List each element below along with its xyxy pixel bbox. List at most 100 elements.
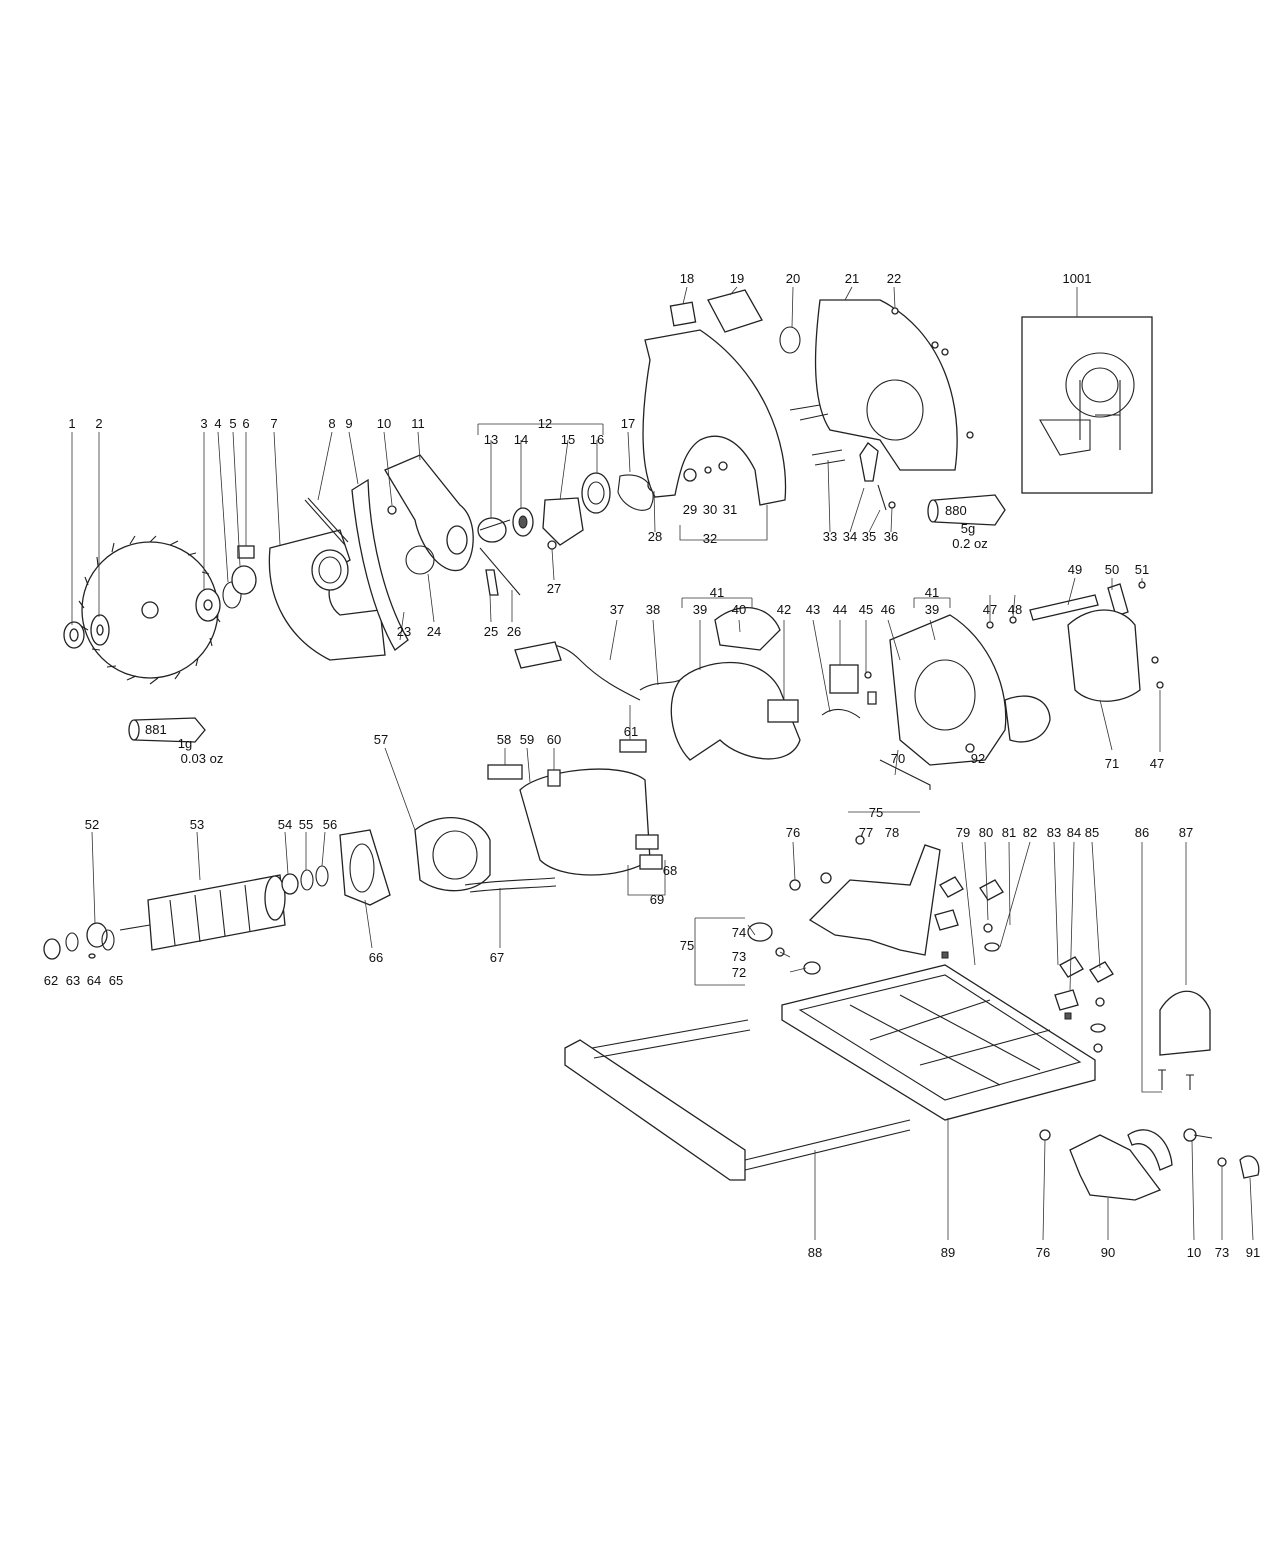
brush-68 <box>635 834 659 850</box>
callout-72: 72 <box>731 965 747 980</box>
callout-5: 5 <box>229 416 237 431</box>
callout-30: 30 <box>702 502 718 517</box>
plate-80 <box>934 909 959 931</box>
ring-55 <box>300 869 314 891</box>
callout-62: 62 <box>43 973 59 988</box>
plug-37 <box>514 641 562 669</box>
handle-shell-39 <box>670 661 801 761</box>
gear-housing <box>814 299 958 471</box>
knob-81 <box>979 879 1004 901</box>
callout-39b: 39 <box>924 602 940 617</box>
callout-77: 77 <box>858 825 874 840</box>
callout-83: 83 <box>1046 825 1062 840</box>
callout-60: 60 <box>546 732 562 747</box>
callout-87: 87 <box>1178 825 1194 840</box>
callout-86: 86 <box>1134 825 1150 840</box>
washer-85b <box>1095 997 1105 1007</box>
switch-42 <box>767 699 799 723</box>
callout-59: 59 <box>519 732 535 747</box>
cord-38 <box>639 679 681 691</box>
callout-10b: 10 <box>1186 1245 1202 1260</box>
guide-rod-lower <box>744 1119 911 1171</box>
washer-82 <box>983 923 993 933</box>
leader-lines <box>71 286 1254 1241</box>
pin-25 <box>485 569 499 596</box>
screw-10 <box>387 505 397 515</box>
star-washer <box>231 565 257 595</box>
armature-53 <box>119 874 286 951</box>
callout-75a: 75 <box>868 805 884 820</box>
grease-880-label: 880 <box>945 503 967 518</box>
callout-40: 40 <box>731 602 747 617</box>
callout-71: 71 <box>1104 756 1120 771</box>
callout-7: 7 <box>270 416 278 431</box>
fan-baffle-66 <box>339 829 391 906</box>
callout-17: 17 <box>620 416 636 431</box>
brush-holder-60 <box>547 769 561 787</box>
screw-22d <box>966 431 974 439</box>
grease-881-amount: 1g <box>177 736 193 751</box>
callout-78: 78 <box>884 825 900 840</box>
ring-63 <box>65 932 79 952</box>
brush-61 <box>619 739 647 753</box>
screw-78 <box>820 872 832 884</box>
callout-21: 21 <box>844 271 860 286</box>
washer-85c <box>1090 1023 1106 1033</box>
callout-39a: 39 <box>692 602 708 617</box>
callout-49: 49 <box>1067 562 1083 577</box>
callout-82: 82 <box>1022 825 1038 840</box>
callout-41b: 41 <box>924 585 940 600</box>
callout-2: 2 <box>95 416 103 431</box>
callout-64: 64 <box>86 973 102 988</box>
callout-31: 31 <box>722 502 738 517</box>
callout-9: 9 <box>345 416 353 431</box>
callout-33: 33 <box>822 529 838 544</box>
screw-47b <box>1151 656 1159 664</box>
callout-68: 68 <box>662 863 678 878</box>
upper-blade-guard <box>642 329 787 506</box>
dust-port-19 <box>707 289 763 333</box>
callout-1001: 1001 <box>1062 271 1092 286</box>
wrench-70 <box>879 759 931 790</box>
square-nut-2 <box>1064 1012 1072 1020</box>
ring-65 <box>101 929 115 951</box>
lower-blade-guard <box>268 529 386 661</box>
callout-11: 11 <box>411 416 425 431</box>
motor-housing-bore <box>914 659 976 731</box>
parallel-guide-88 <box>564 1039 746 1181</box>
callout-41a: 41 <box>709 585 725 600</box>
wire-67 <box>464 877 557 893</box>
callout-15: 15 <box>560 432 576 447</box>
callout-12: 12 <box>537 416 553 431</box>
callout-58: 58 <box>496 732 512 747</box>
nut-85d <box>1093 1043 1103 1053</box>
ring-20 <box>779 326 801 354</box>
callout-76b: 76 <box>1035 1245 1051 1260</box>
callout-80: 80 <box>978 825 994 840</box>
handle-strap <box>1004 695 1051 743</box>
callout-28: 28 <box>647 529 663 544</box>
callout-53: 53 <box>189 817 205 832</box>
bearing-plate-15 <box>542 497 584 546</box>
screw-22b <box>931 341 939 349</box>
washer-82b <box>984 942 1000 952</box>
washer-30 <box>704 466 712 474</box>
grease-881-label: 881 <box>145 722 167 737</box>
lever-pivot <box>446 525 468 555</box>
callout-51: 51 <box>1134 562 1150 577</box>
callout-32: 32 <box>702 531 718 546</box>
plate-84 <box>1054 989 1079 1011</box>
motor-housing <box>889 614 1007 766</box>
callout-26: 26 <box>506 624 522 639</box>
callout-81: 81 <box>1001 825 1017 840</box>
callout-48: 48 <box>1007 602 1023 617</box>
clamp-50 <box>1107 583 1129 617</box>
callout-43: 43 <box>805 602 821 617</box>
callout-67: 67 <box>489 950 505 965</box>
torsion-spring <box>304 499 346 546</box>
knob-91 <box>1239 1155 1260 1179</box>
grease-880-oz: 0.2 oz <box>952 536 988 551</box>
outer-flange <box>90 614 110 646</box>
gear-16 <box>581 472 611 514</box>
callout-24: 24 <box>426 624 442 639</box>
